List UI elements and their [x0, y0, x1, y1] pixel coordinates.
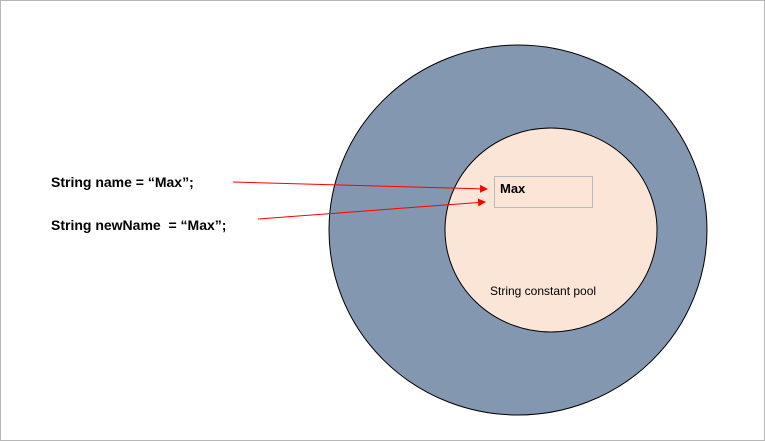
pool-value-box: Max — [494, 176, 593, 208]
code-line-name: String name = “Max”; — [51, 174, 194, 190]
string-pool-circle — [444, 127, 658, 333]
newname-reference-arrow — [257, 198, 486, 220]
pool-label: String constant pool — [490, 284, 597, 298]
name-reference-arrow — [232, 181, 488, 193]
pool-value-text: Max — [500, 181, 526, 196]
code-line-newname: String newName = “Max”; — [51, 217, 227, 233]
